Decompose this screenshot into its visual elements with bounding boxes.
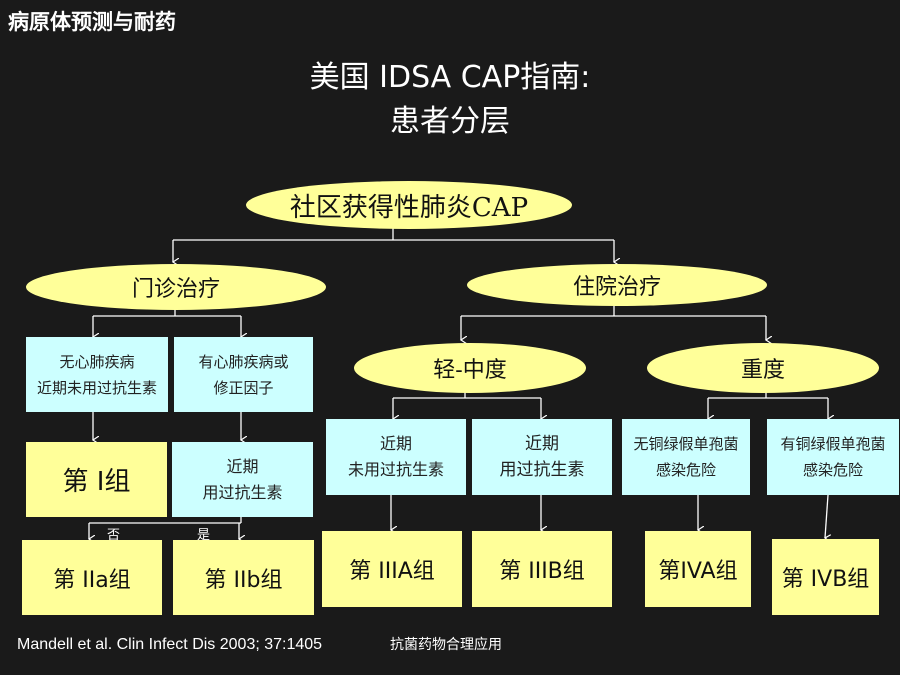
node-root-cap: 社区获得性肺炎CAP	[246, 181, 572, 229]
criteria-line: 近期	[226, 456, 259, 476]
node-outpatient: 门诊治疗	[26, 264, 326, 310]
criteria-line: 近期未用过抗生素	[36, 378, 157, 397]
criteria-recent-used-ii: 近期 用过抗生素	[172, 442, 313, 517]
branch-label-yes: 是	[197, 528, 211, 543]
criteria-line: 用过抗生素	[499, 460, 585, 480]
criteria-line: 有铜绿假单孢菌	[780, 435, 886, 453]
group-iib: 第 IIb组	[173, 540, 314, 615]
criteria-line: 近期	[379, 434, 412, 453]
criteria-line: 修正因子	[213, 378, 274, 397]
criteria-no-pseudomonas: 无铜绿假单孢菌 感染危险	[622, 419, 750, 495]
criteria-line: 用过抗生素	[202, 482, 283, 502]
group-i: 第 I组	[26, 442, 167, 517]
criteria-line: 感染危险	[655, 461, 716, 479]
criteria-has-pseudomonas: 有铜绿假单孢菌 感染危险	[767, 419, 899, 495]
node-inpatient: 住院治疗	[467, 264, 767, 306]
group-iiib: 第 IIIB组	[472, 531, 612, 607]
criteria-line: 无心肺疾病	[59, 352, 135, 371]
group-iia: 第 IIa组	[22, 540, 162, 615]
criteria-no-disease: 无心肺疾病 近期未用过抗生素	[26, 337, 168, 412]
group-iva: 第IVA组	[645, 531, 751, 607]
criteria-has-disease: 有心肺疾病或 修正因子	[174, 337, 313, 412]
criteria-line: 感染危险	[802, 461, 863, 479]
corner-title: 病原体预测与耐药	[8, 10, 176, 34]
criteria-line: 近期	[525, 434, 559, 454]
slide-title-line1: 美国 IDSA CAP指南:	[309, 60, 591, 95]
footer-note: 抗菌药物合理应用	[390, 637, 502, 653]
branch-label-no: 否	[107, 528, 121, 543]
criteria-line: 无铜绿假单孢菌	[633, 435, 739, 453]
group-iiia: 第 IIIA组	[322, 531, 462, 607]
slide-title-line2: 患者分层	[390, 104, 510, 139]
criteria-mild-abx: 近期 用过抗生素	[472, 419, 612, 495]
criteria-line: 未用过抗生素	[347, 460, 444, 479]
node-mild: 轻-中度	[354, 343, 586, 393]
criteria-mild-no-abx: 近期 未用过抗生素	[326, 419, 466, 495]
group-ivb: 第 IVB组	[772, 539, 879, 615]
node-severe: 重度	[647, 343, 879, 393]
footer-citation: Mandell et al. Clin Infect Dis 2003; 37:…	[17, 636, 323, 653]
criteria-line: 有心肺疾病或	[198, 352, 289, 371]
